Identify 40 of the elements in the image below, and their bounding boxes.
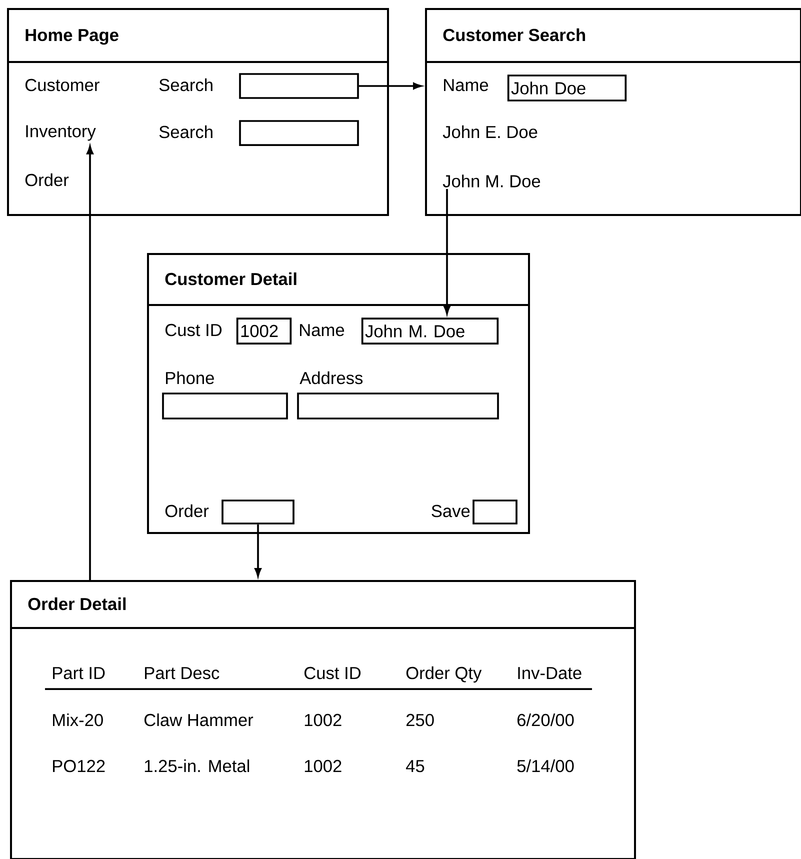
field-label: Save: [432, 504, 470, 518]
table-header: Cust ID: [304, 666, 361, 680]
field-label: Cust ID: [165, 324, 222, 336]
arrow: [86, 146, 94, 580]
field-label: Name: [444, 79, 488, 92]
table-cell: 1002: [304, 760, 342, 772]
table-cell: 1002: [304, 714, 342, 726]
table-cell: PO122: [53, 760, 105, 772]
field-label: Search: [159, 125, 212, 138]
field-label: Address: [300, 371, 363, 384]
table-cell: Mix-20: [53, 713, 103, 726]
input-field: John M. Doe: [361, 318, 499, 344]
table-header: Part Desc: [145, 667, 220, 680]
field-label: Phone: [166, 371, 214, 384]
table-cell: 1.25-in. Metal: [144, 759, 250, 772]
field-label: Name: [300, 324, 344, 336]
table-cell: 6/20/00: [517, 713, 574, 726]
field-label: Search: [159, 78, 212, 92]
window-title: Order Detail: [28, 597, 126, 610]
window-title: Customer Search: [443, 28, 586, 42]
table-cell: 45: [406, 760, 424, 772]
menu-item: Inventory: [26, 125, 96, 141]
window-title: Home Page: [26, 29, 118, 45]
input-field: 1002: [236, 318, 292, 344]
arrow: [254, 524, 262, 577]
arrow: [358, 82, 422, 90]
menu-item: Order: [25, 173, 69, 186]
result-item: John E. Doe: [442, 125, 538, 138]
result-item: John M. Doe: [442, 174, 540, 188]
arrow: [444, 188, 450, 314]
table-cell: Claw Hammer: [144, 713, 254, 726]
table-cell: 5/14/00: [517, 759, 574, 772]
table-header: Inv-Date: [518, 667, 582, 680]
field-label: Order: [165, 504, 209, 518]
menu-item: Customer: [25, 78, 100, 92]
table-header: Order Qty: [406, 666, 482, 683]
table-header: Part ID: [53, 667, 105, 680]
window-title: Customer Detail: [165, 272, 296, 286]
table-cell: 250: [406, 714, 434, 726]
input-field: John Doe: [507, 74, 627, 102]
